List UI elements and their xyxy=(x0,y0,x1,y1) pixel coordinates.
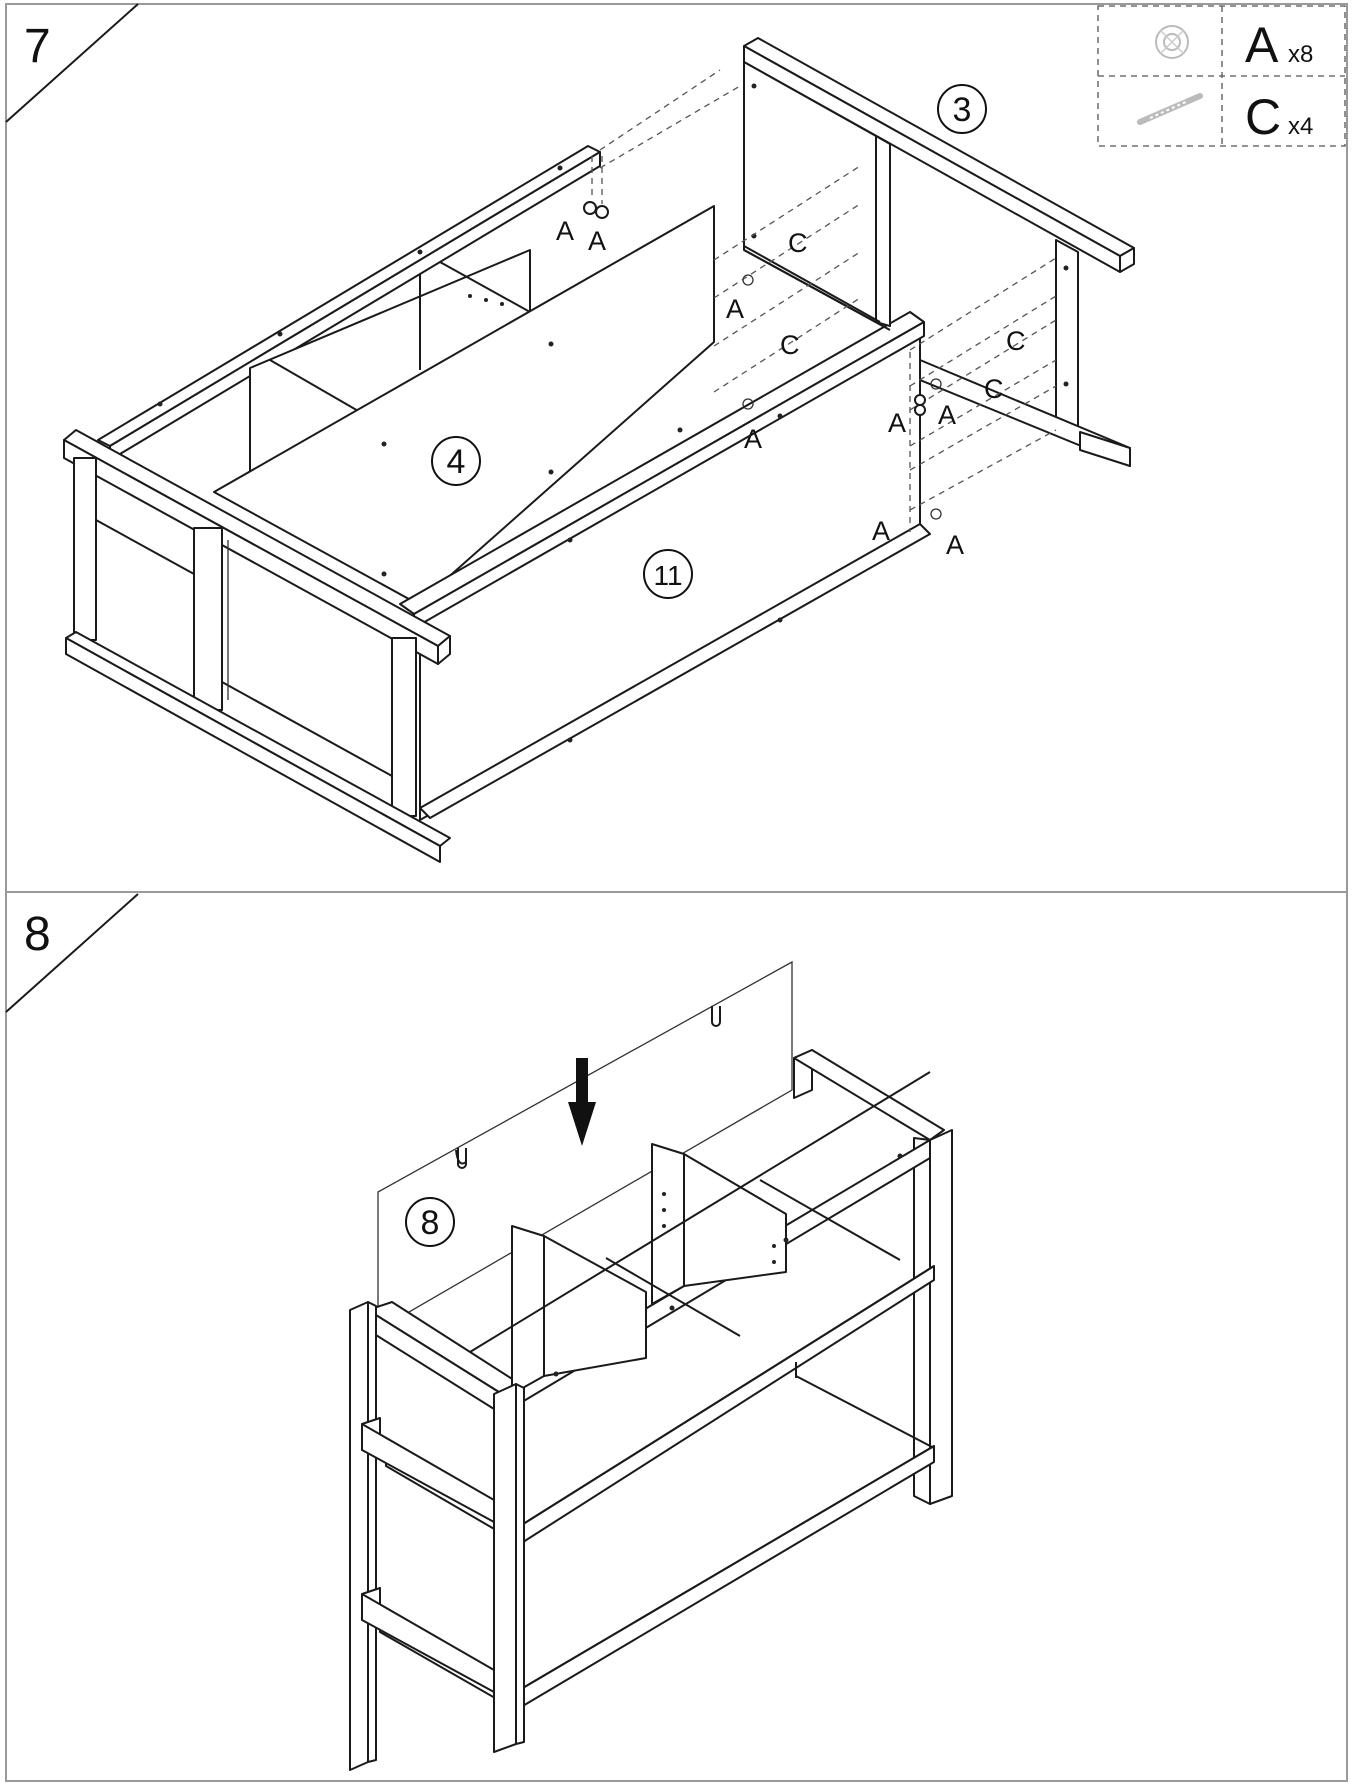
callout-c-4: C xyxy=(984,374,1004,404)
hardware-c-quantity: x4 xyxy=(1288,113,1313,140)
callout-c-3: C xyxy=(1006,326,1026,356)
callout-a-7: A xyxy=(872,516,890,546)
step-8-panel xyxy=(5,891,1348,1782)
step-7-number: 7 xyxy=(24,20,51,73)
callout-a-2: A xyxy=(588,226,606,256)
callout-c-1: C xyxy=(788,228,808,258)
cam-lock-icon xyxy=(1155,25,1189,59)
step-8-drawing: 8 xyxy=(349,960,953,1771)
callout-a-5: A xyxy=(888,408,906,438)
callout-a-1: A xyxy=(556,216,574,246)
cam-lock-marks xyxy=(583,201,942,520)
part-4-label: 4 xyxy=(431,436,481,486)
callout-a-8: A xyxy=(946,530,964,560)
left-front-leg xyxy=(391,637,417,817)
left-back-leg xyxy=(73,457,97,641)
down-arrow-icon xyxy=(568,1058,596,1146)
callout-a-6: A xyxy=(938,400,956,430)
top-right-rail xyxy=(793,1049,945,1141)
callout-a-3: A xyxy=(726,294,744,324)
svg-text:3: 3 xyxy=(953,91,972,129)
part-8-label: 8 xyxy=(405,1197,455,1247)
part-3-label: 3 xyxy=(937,84,987,134)
svg-text:11: 11 xyxy=(653,560,682,591)
back-left-leg xyxy=(349,1301,369,1771)
hardware-key: A x8 C x4 xyxy=(1097,5,1346,147)
step-8-corner-slash xyxy=(5,893,139,1013)
step-7-drawing: A A A A A A A A C C C C 3 4 11 xyxy=(63,37,1135,863)
part-4-board xyxy=(213,205,715,605)
front-left-leg xyxy=(493,1383,517,1753)
hardware-a-letter: A xyxy=(1245,17,1279,73)
step-8-number: 8 xyxy=(24,908,51,961)
part-11-label: 11 xyxy=(643,549,693,599)
svg-text:8: 8 xyxy=(421,1204,440,1242)
hardware-c-letter: C xyxy=(1245,89,1281,145)
svg-text:4: 4 xyxy=(447,443,466,481)
callout-c-2: C xyxy=(780,330,800,360)
part-8-back-panel xyxy=(377,960,793,1332)
left-bottom-rail xyxy=(65,637,441,863)
hardware-a-quantity: x8 xyxy=(1288,41,1313,68)
cam-bolt-icon xyxy=(1137,93,1203,125)
callout-a-4: A xyxy=(744,424,762,454)
step-7-corner-slash xyxy=(5,3,139,123)
